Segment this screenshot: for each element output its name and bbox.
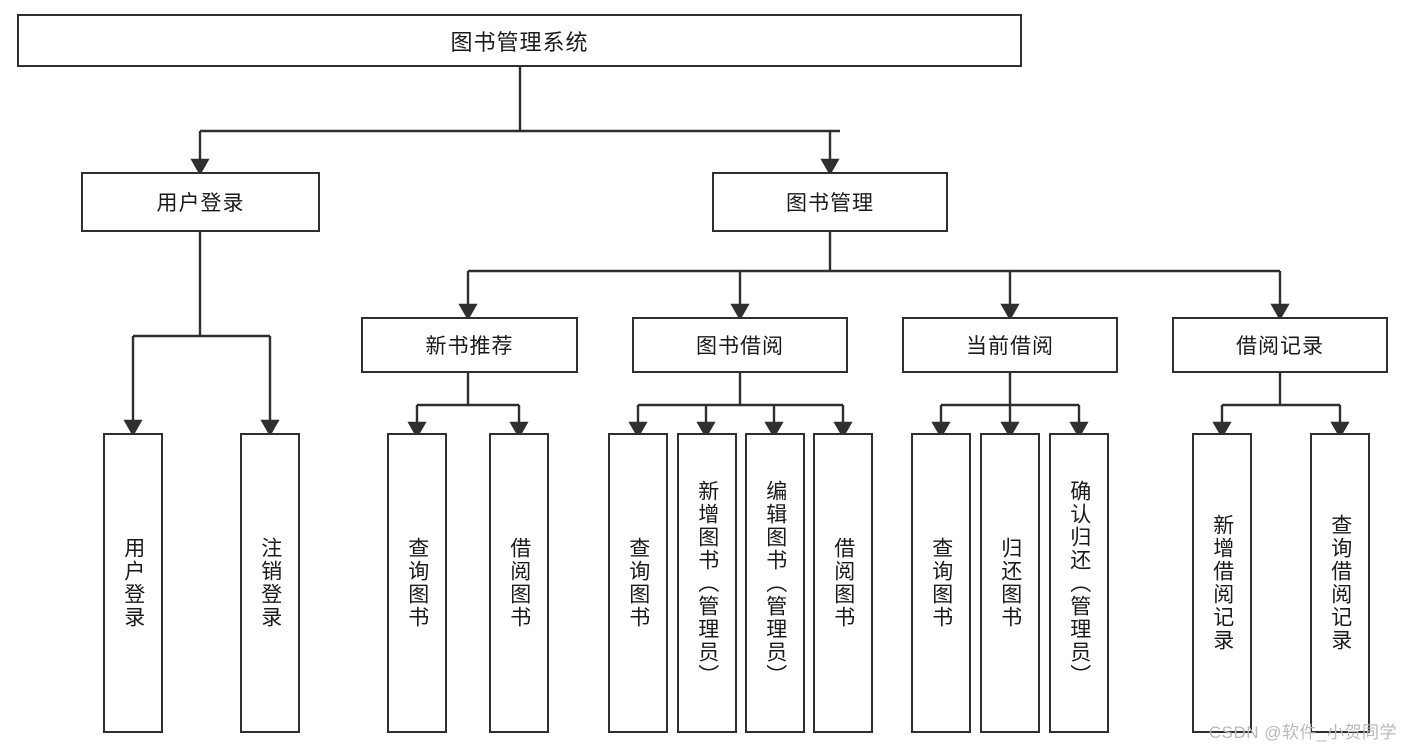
node-book-borrow-label: 图书借阅: [696, 335, 784, 358]
node-leaf-borrow-book[interactable]: 借阅图书: [813, 433, 873, 733]
node-current-borrow[interactable]: 当前借阅: [902, 317, 1118, 373]
node-leaf-confirm-return[interactable]: 确认归还（管理员）: [1049, 433, 1109, 733]
node-user-login[interactable]: 用户登录: [81, 172, 320, 232]
node-leaf-query-record-label: 查询借阅记录: [1328, 514, 1352, 652]
node-leaf-user-login-label: 用户登录: [121, 537, 145, 629]
node-leaf-borrow-book-label: 借阅图书: [831, 537, 855, 629]
node-current-borrow-label: 当前借阅: [966, 335, 1054, 358]
node-leaf-query-book-cur[interactable]: 查询图书: [911, 433, 971, 733]
node-user-login-label: 用户登录: [156, 192, 245, 215]
node-leaf-user-login[interactable]: 用户登录: [103, 433, 163, 733]
node-leaf-add-record-label: 新增借阅记录: [1210, 514, 1234, 652]
node-leaf-return-book[interactable]: 归还图书: [980, 433, 1040, 733]
node-leaf-add-record[interactable]: 新增借阅记录: [1192, 433, 1252, 733]
node-leaf-borrow-book-rec-label: 借阅图书: [507, 537, 531, 629]
node-new-book-rec-label: 新书推荐: [425, 335, 514, 358]
node-leaf-logout[interactable]: 注销登录: [240, 433, 300, 733]
node-leaf-add-book-label: 新增图书（管理员）: [695, 479, 719, 687]
node-leaf-confirm-return-label: 确认归还（管理员）: [1067, 479, 1091, 687]
node-root[interactable]: 图书管理系统: [17, 14, 1022, 67]
node-leaf-logout-label: 注销登录: [258, 537, 282, 629]
node-leaf-query-book-borrow[interactable]: 查询图书: [608, 433, 668, 733]
node-book-manage-label: 图书管理: [786, 192, 874, 215]
node-book-manage[interactable]: 图书管理: [712, 172, 948, 232]
node-root-label: 图书管理系统: [450, 29, 589, 55]
watermark-text: CSDN @软件_小贺同学: [1208, 723, 1397, 742]
node-borrow-record[interactable]: 借阅记录: [1172, 317, 1388, 373]
node-leaf-query-book-rec-label: 查询图书: [405, 537, 429, 629]
node-leaf-query-record[interactable]: 查询借阅记录: [1310, 433, 1370, 733]
node-new-book-rec[interactable]: 新书推荐: [361, 317, 578, 373]
node-borrow-record-label: 借阅记录: [1236, 335, 1324, 358]
node-leaf-edit-book-label: 编辑图书（管理员）: [763, 479, 787, 687]
node-leaf-edit-book[interactable]: 编辑图书（管理员）: [745, 433, 805, 733]
node-leaf-borrow-book-rec[interactable]: 借阅图书: [489, 433, 549, 733]
node-leaf-add-book[interactable]: 新增图书（管理员）: [677, 433, 737, 733]
node-leaf-query-book-borrow-label: 查询图书: [626, 537, 650, 629]
node-leaf-query-book-rec[interactable]: 查询图书: [387, 433, 447, 733]
node-leaf-return-book-label: 归还图书: [998, 537, 1022, 629]
node-leaf-query-book-cur-label: 查询图书: [929, 537, 953, 629]
node-book-borrow[interactable]: 图书借阅: [632, 317, 848, 373]
